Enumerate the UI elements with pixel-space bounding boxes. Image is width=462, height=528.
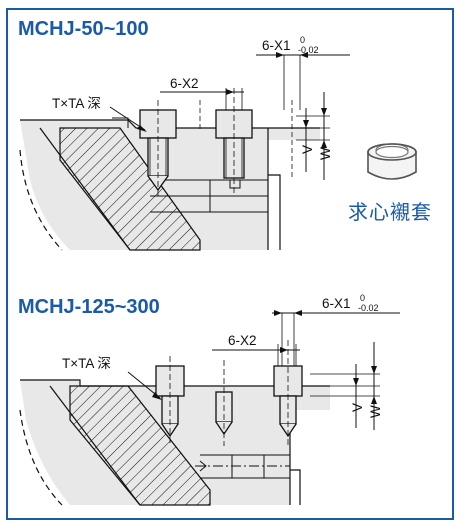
section2-dim-x2-label: 6-X2 (228, 333, 257, 348)
section2-dim-w-label: W (368, 405, 383, 418)
section2-dim-x1-upper: 0 (360, 293, 366, 303)
section1-title: MCHJ-50~100 (18, 18, 149, 40)
section1-slot-detail (229, 180, 241, 189)
section1-dim-x1-label: 6-X1 (262, 38, 291, 53)
section1-bolt-right (215, 88, 253, 196)
section2-dim-x1-lower: -0.02 (358, 303, 379, 313)
section2-title: MCHJ-125~300 (18, 296, 160, 318)
section2-bolt-left (155, 356, 185, 446)
section2-thread-label: T×TA 深 (62, 356, 111, 371)
bushing-caption: 求心襯套 (348, 200, 432, 224)
section1-dim-x2-label: 6-X2 (170, 76, 199, 91)
section1-thread-label: T×TA 深 (52, 96, 101, 111)
bushing-ring-icon (367, 143, 417, 180)
section2-tslot (200, 454, 290, 479)
section2-hatch-block (69, 385, 211, 506)
section2-dim-x1-label: 6-X1 (322, 296, 351, 311)
section1-tslot (150, 179, 268, 213)
section1-right-face (267, 128, 281, 250)
section2-bolt-right (273, 340, 303, 446)
section1-dim-w-label: W (318, 147, 333, 160)
section2-dim-v-label: V (350, 402, 365, 412)
section1-hatch-block (59, 127, 201, 251)
section1-drawing (19, 52, 350, 251)
section2-outer-curve (19, 409, 63, 506)
section2-top-edge (20, 379, 330, 387)
section1-dim-x1-lower: -0.02 (298, 45, 319, 55)
section2-drawing (19, 310, 400, 506)
section1-dim-v-label: V (300, 144, 315, 154)
section1-bolt-left (139, 100, 177, 196)
section2-bolt-mid (215, 360, 233, 446)
section1-outer-curve (19, 149, 63, 251)
section1-dim-x1-upper: 0 (300, 35, 306, 45)
